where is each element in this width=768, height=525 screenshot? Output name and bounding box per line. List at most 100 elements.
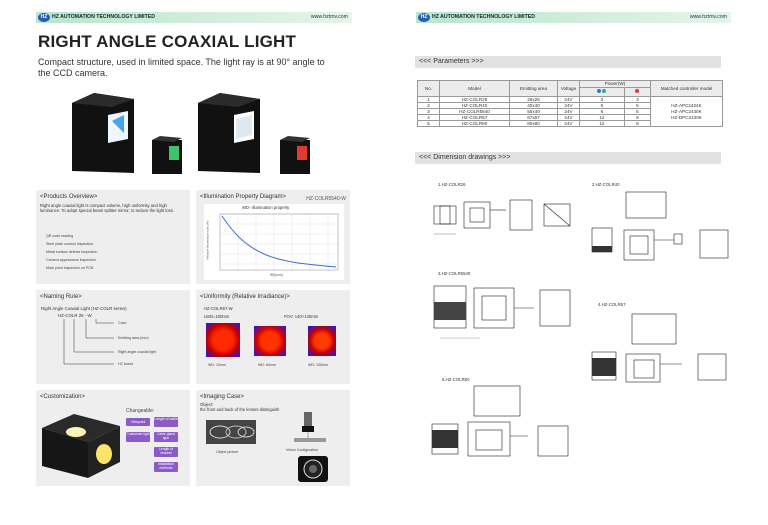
- drawing-colr80: [430, 384, 580, 468]
- drawing-label: 2.HZ-COLR40: [592, 182, 620, 187]
- bullet-item: Metal surface defects inspection: [46, 250, 98, 254]
- drawing-colr40: [590, 190, 740, 270]
- illumination-chart: WD- Illumination property Relative Illum…: [204, 204, 344, 280]
- naming-label: Color: [118, 321, 127, 325]
- bullet-item: Mark point inspection on PCB: [46, 266, 94, 270]
- customization-panel: <Customization> Changeable: Viewpoint Le…: [36, 390, 190, 486]
- table-cell: HZ-COLR80: [439, 120, 510, 127]
- table-row: 1 HZ-COLR26 26x26 24V 3 3 HZ-APC2424K HZ…: [417, 96, 723, 127]
- panel-heading: <Illumination Property Diagram>: [200, 194, 287, 200]
- product-image-blue-large: [72, 93, 134, 173]
- controller-model: HZ-APC2424K: [671, 102, 702, 108]
- table-row: 5 HZ-COLR80 80x80 24V 12 8: [417, 120, 723, 127]
- table-row: 4 HZ-COLR67 67x67 24V 12 8: [417, 114, 723, 121]
- drawing-colr67: [590, 312, 740, 384]
- panel-heading: <Customization>: [40, 394, 86, 400]
- table-cell: 24V: [557, 120, 580, 127]
- changeable-label: Changeable:: [126, 408, 155, 414]
- x-axis-label: WD(mm): [270, 273, 283, 277]
- left-page: HZ HZ AUTOMATION TECHNOLOGY LIMITED www.…: [36, 12, 352, 486]
- overview-body: Right angle coaxial light is compact vol…: [40, 203, 174, 214]
- custom-tag: Customize light: [126, 432, 150, 442]
- heatmap-caption: WD: 10mm: [208, 363, 226, 367]
- drawing-label: 5.HZ-COLR80: [442, 377, 470, 382]
- table-header: Power(W): [579, 80, 651, 88]
- naming-rule-panel: <Naming Rule> Right Angle Coaxial Light …: [36, 290, 190, 384]
- bullet-item: Camera appearance inspection: [46, 258, 96, 262]
- table-header: Matched controller model: [650, 80, 723, 97]
- drawing-colr5540: [430, 280, 580, 346]
- power-color-icons: [579, 86, 625, 98]
- heatmap-caption: WD: 60mm: [258, 363, 276, 367]
- imaging-caption: Object picture: [216, 450, 239, 454]
- bullet-item: QR code reading: [46, 234, 74, 238]
- table-header: Model: [439, 80, 510, 97]
- parameters-heading: <<< Parameters >>>: [415, 56, 721, 68]
- naming-label: HZ brand: [118, 362, 133, 366]
- heatmap-wd100: [308, 326, 336, 356]
- imaging-caption: Vision Configuration: [286, 448, 319, 452]
- custom-tag: Length of bracket: [154, 447, 178, 457]
- page-title: RIGHT ANGLE COAXIAL LIGHT: [38, 32, 297, 51]
- imaging-object-desc: the front and back of the lenses disting…: [200, 407, 280, 412]
- controller-model: HZ-DPC2430K: [671, 114, 702, 120]
- heatmap-wd60: [254, 326, 286, 356]
- controller-model: HZ-APC2430K: [671, 108, 702, 114]
- product-image-white-large: [198, 93, 260, 173]
- heatmap-caption: WD: 100mm: [308, 363, 328, 367]
- drawing-label: 4.HZ-COLR67: [598, 302, 626, 307]
- custom-tag: Length of cable: [154, 417, 178, 427]
- page-subtitle: Compact structure, used in limited space…: [38, 57, 325, 78]
- panel-heading: <Imaging Case>: [200, 394, 245, 400]
- drawing-label: 1.HZ-COLR26: [438, 182, 466, 187]
- panel-heading: <Uniformity (Relative Irradiance)>: [200, 294, 290, 300]
- drawing-colr26: [430, 192, 580, 242]
- bullet-item: Steel plate contour inspection: [46, 242, 94, 246]
- custom-tag: Installation methods: [154, 462, 178, 472]
- table-cell: 5: [417, 120, 440, 127]
- uniformity-panel: <Uniformity (Relative Irradiance)> HZ-CO…: [196, 290, 350, 384]
- company-logo: HZ: [418, 13, 430, 22]
- custom-tag: Viewpoint: [126, 418, 150, 426]
- product-image-green-small: [152, 136, 182, 174]
- company-logo: HZ: [38, 13, 50, 22]
- header-band: HZ HZ AUTOMATION TECHNOLOGY LIMITED www.…: [416, 12, 731, 23]
- result-image: [298, 456, 328, 482]
- table-header: Emitting area: [509, 80, 558, 97]
- custom-tag: Cable gland type: [154, 432, 178, 442]
- right-page: HZ HZ AUTOMATION TECHNOLOGY LIMITED www.…: [390, 0, 768, 525]
- imaging-case-panel: <Imaging Case> Object: the front and bac…: [196, 390, 350, 486]
- product-image-red-small: [280, 136, 310, 174]
- parameters-table: No. Model Emitting area Voltage Power(W)…: [417, 80, 723, 127]
- imaging-object-label: Object:: [200, 402, 214, 407]
- naming-code: HZ-COLR 26 - W: [58, 313, 92, 318]
- products-overview-panel: <Products Overview> Right angle coaxial …: [36, 190, 190, 284]
- y-axis-label: Relative Illumination ratio (%): [205, 220, 210, 260]
- naming-label: Emitting area (mm): [118, 336, 149, 340]
- power-red-icon: [623, 86, 652, 98]
- panel-heading: <Naming Rule>: [40, 294, 82, 300]
- table-header: Voltage: [557, 80, 580, 97]
- naming-label: Right angle coaxial light: [118, 350, 156, 354]
- uniformity-right-note: FOV: 140×140mm: [284, 314, 319, 319]
- chart-title: WD- Illumination property: [242, 205, 290, 210]
- uniformity-left-note: LWD=100mm: [204, 314, 230, 319]
- uniformity-model: HZ-COLR67-W: [204, 306, 233, 311]
- company-name: HZ AUTOMATION TECHNOLOGY LIMITED: [52, 14, 155, 20]
- object-picture: [206, 420, 256, 444]
- company-name: HZ AUTOMATION TECHNOLOGY LIMITED: [432, 14, 535, 20]
- panel-heading: <Products Overview>: [40, 194, 98, 200]
- website-link[interactable]: www.hztmv.com: [310, 14, 348, 20]
- customization-image: [40, 406, 122, 480]
- drawing-label: 3.HZ-COLR5540: [438, 271, 471, 276]
- table-cell: 8: [623, 120, 652, 127]
- header-band: HZ HZ AUTOMATION TECHNOLOGY LIMITED www.…: [36, 12, 352, 23]
- dimension-drawings-heading: <<< Dimension drawings >>>: [415, 152, 721, 164]
- illumination-panel: <Illumination Property Diagram> HZ-COLR5…: [196, 190, 350, 284]
- model-label: HZ-COLR5540-W: [306, 196, 346, 202]
- table-header: No.: [417, 80, 440, 97]
- controllers-cell: HZ-APC2424K HZ-APC2430K HZ-DPC2430K: [650, 96, 723, 127]
- website-link[interactable]: www.hztmv.com: [689, 14, 727, 20]
- heatmap-wd10: [206, 323, 240, 357]
- table-cell: 80x80: [509, 120, 558, 127]
